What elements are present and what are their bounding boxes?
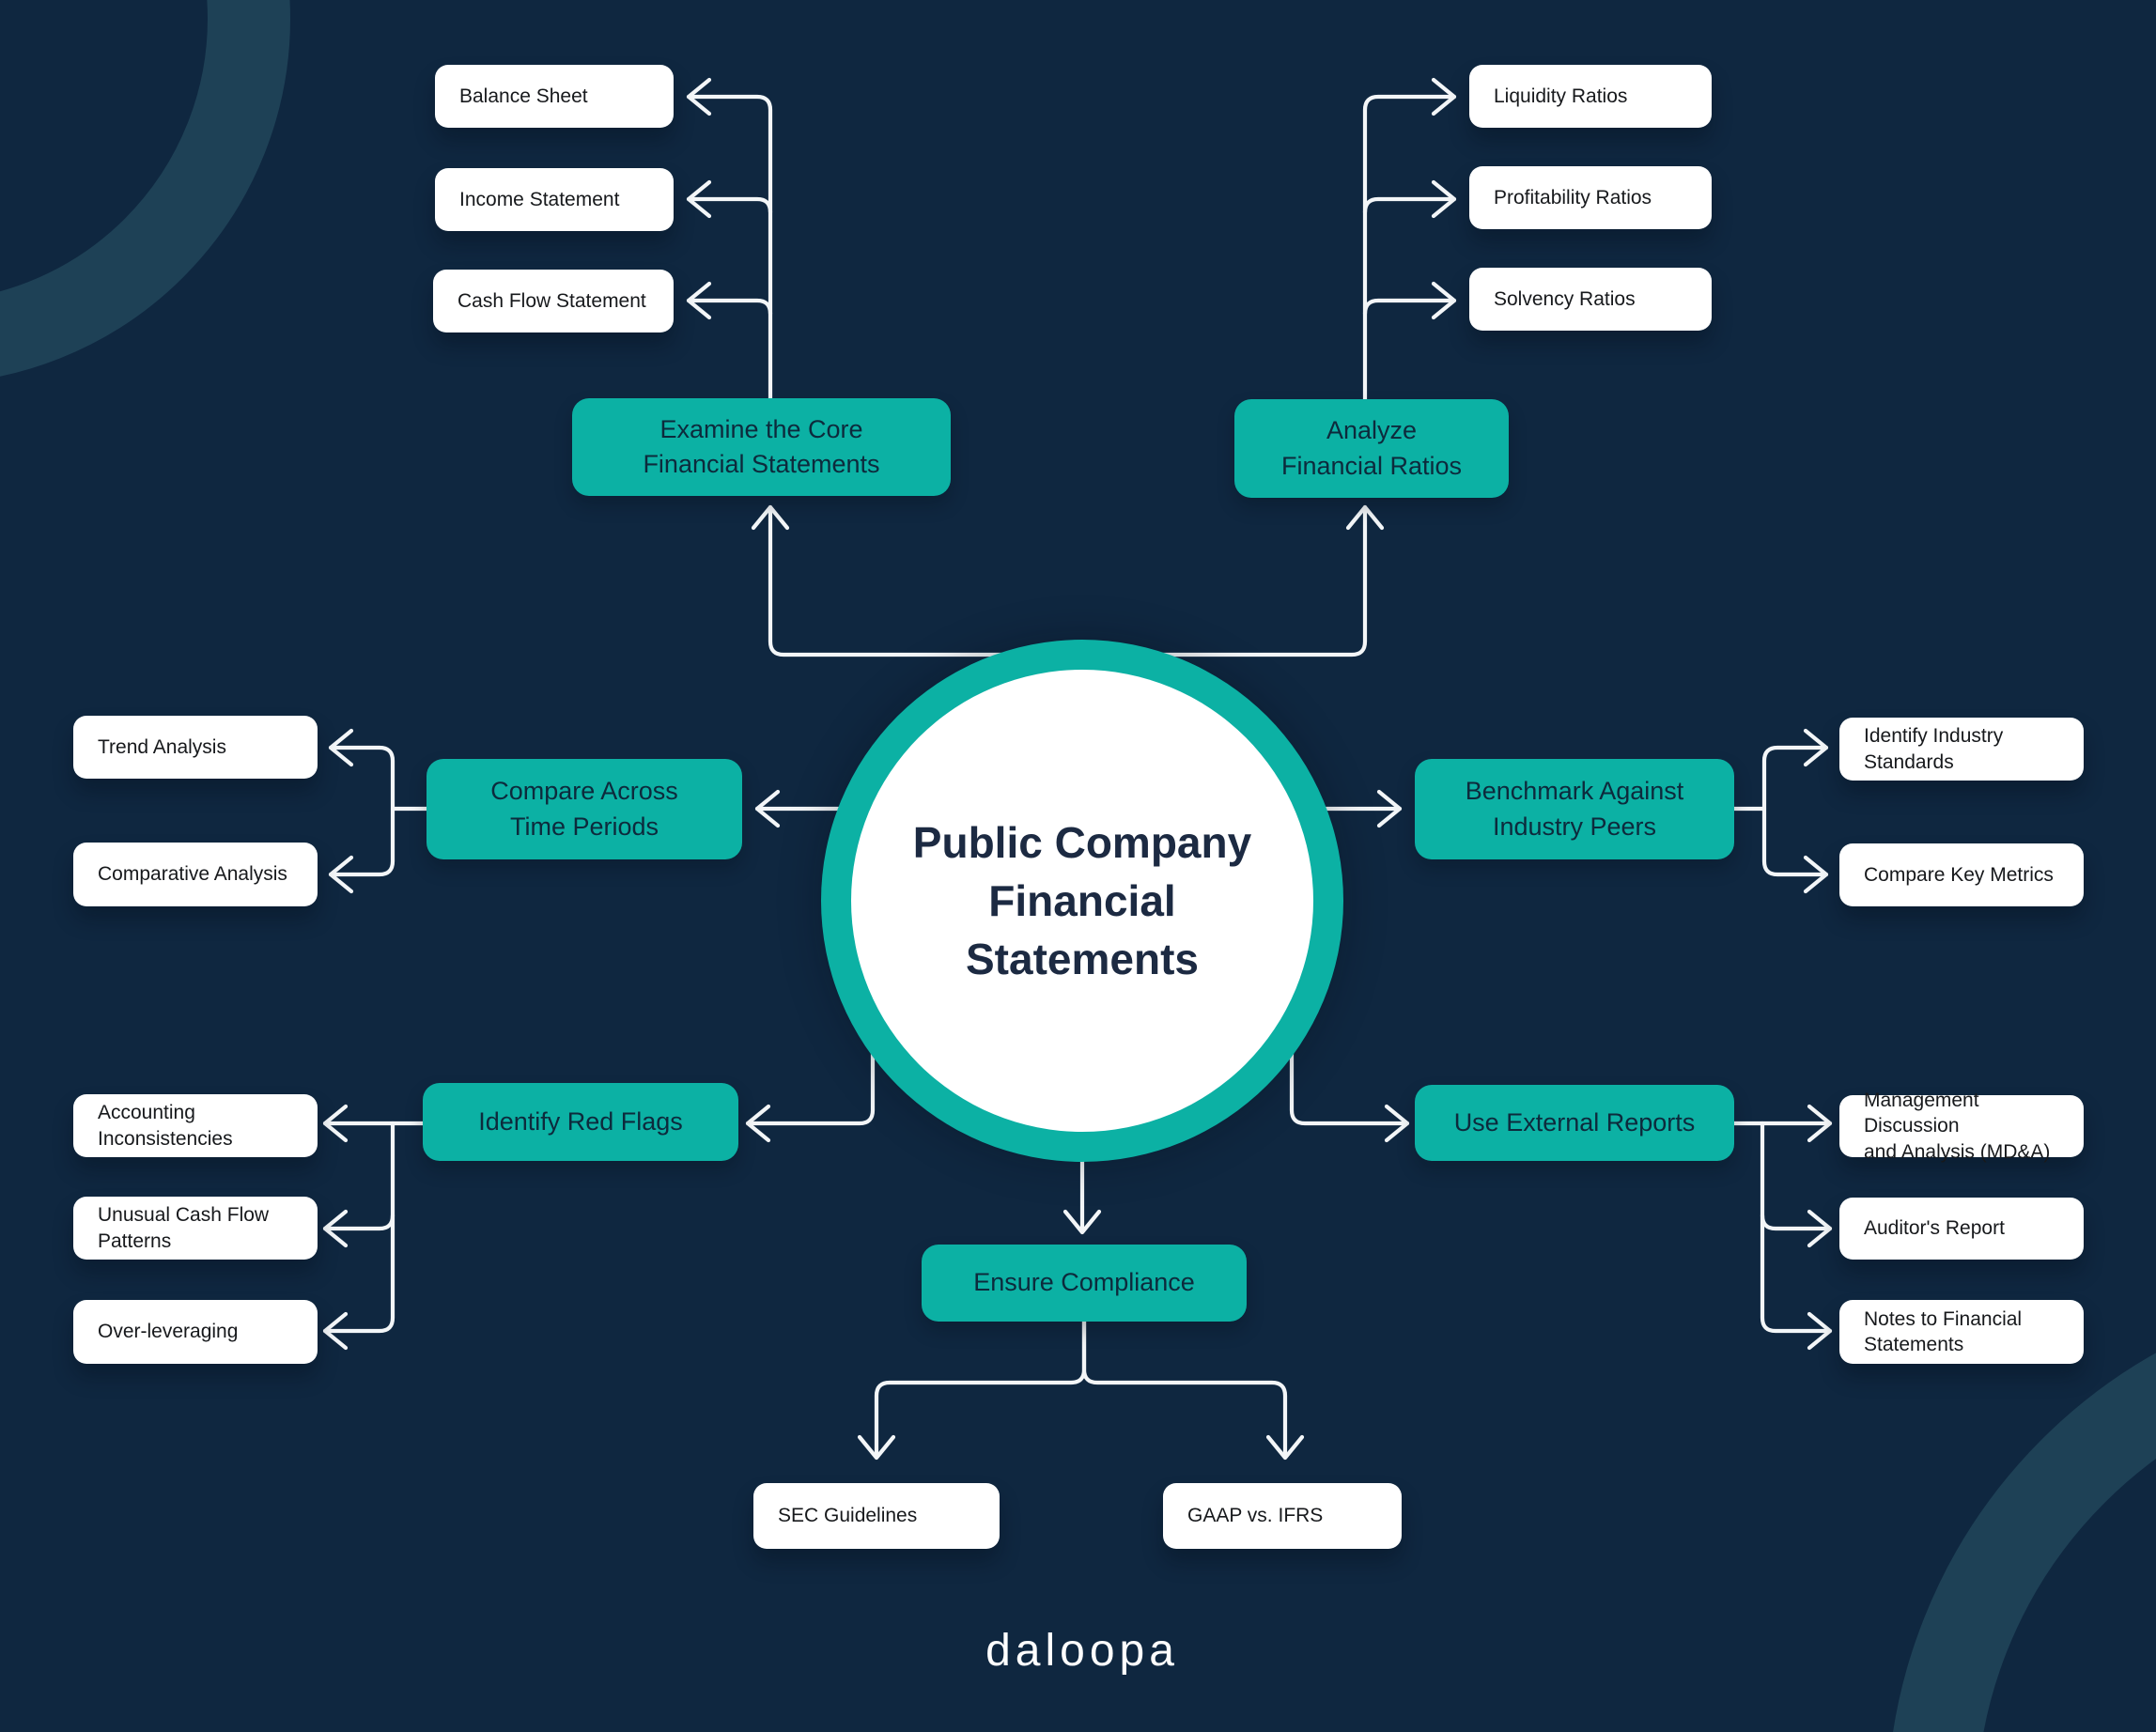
branch-compare-time-periods: Compare Across Time Periods xyxy=(427,759,742,859)
arrowhead-left-icon xyxy=(322,1311,349,1351)
daloopa-logo: daloopa xyxy=(985,1626,1179,1676)
node-mdna: Management Discussion and Analysis (MD&A… xyxy=(1839,1090,2084,1163)
node-cash-flow-statement: Cash Flow Statement xyxy=(433,270,674,332)
arrowhead-left-icon xyxy=(686,179,712,219)
arrowhead-down-icon xyxy=(857,1434,896,1461)
central-topic-circle: Public Company Financial Statements xyxy=(821,640,1343,1162)
branch-identify-red-flags: Identify Red Flags xyxy=(423,1083,738,1161)
connector-external-branch xyxy=(1289,1049,1833,1351)
node-notes-to-financial-statements: Notes to Financial Statements xyxy=(1839,1300,2084,1364)
node-compare-key-metrics: Compare Key Metrics xyxy=(1839,843,2084,906)
node-trend-analysis: Trend Analysis xyxy=(73,716,318,779)
arrowhead-left-icon xyxy=(322,1104,349,1143)
node-solvency-ratios: Solvency Ratios xyxy=(1469,268,1712,331)
arrowhead-right-icon xyxy=(1376,789,1403,828)
node-gaap-vs-ifrs: GAAP vs. IFRS xyxy=(1163,1483,1402,1549)
arrowhead-left-icon xyxy=(322,1209,349,1248)
node-identify-industry-standards: Identify Industry Standards xyxy=(1839,718,2084,781)
arrowhead-up-icon xyxy=(751,504,790,531)
connector-examine-branch xyxy=(686,77,1102,657)
arrowhead-left-icon xyxy=(754,789,781,828)
node-income-statement: Income Statement xyxy=(435,168,674,231)
central-topic-inner-circle: Public Company Financial Statements xyxy=(851,670,1313,1132)
branch-analyze-financial-ratios: Analyze Financial Ratios xyxy=(1234,399,1509,498)
central-topic-title: Public Company Financial Statements xyxy=(912,817,1252,984)
arrowhead-left-icon xyxy=(745,1104,771,1143)
arrowhead-right-icon xyxy=(1807,1104,1833,1143)
node-profitability-ratios: Profitability Ratios xyxy=(1469,166,1712,229)
connector-analyze-branch xyxy=(1062,77,1457,657)
arrowhead-right-icon xyxy=(1803,855,1829,894)
arrowhead-down-icon xyxy=(1062,1209,1102,1235)
branch-benchmark-industry-peers: Benchmark Against Industry Peers xyxy=(1415,759,1734,859)
arrowhead-left-icon xyxy=(328,855,354,894)
node-auditors-report: Auditor's Report xyxy=(1839,1198,2084,1260)
arrowhead-left-icon xyxy=(328,728,354,767)
arrowhead-up-icon xyxy=(1345,504,1385,531)
node-comparative-analysis: Comparative Analysis xyxy=(73,843,318,906)
node-balance-sheet: Balance Sheet xyxy=(435,65,674,128)
branch-examine-core-statements: Examine the Core Financial Statements xyxy=(572,398,951,496)
branch-ensure-compliance: Ensure Compliance xyxy=(922,1245,1247,1322)
node-liquidity-ratios: Liquidity Ratios xyxy=(1469,65,1712,128)
arrowhead-left-icon xyxy=(686,281,712,320)
arrowhead-right-icon xyxy=(1807,1311,1833,1351)
arrowhead-right-icon xyxy=(1384,1104,1410,1143)
arrowhead-right-icon xyxy=(1431,179,1457,219)
connector-redflags-branch xyxy=(322,1049,876,1351)
arrowhead-right-icon xyxy=(1431,281,1457,320)
connector-compliance-branch xyxy=(857,1159,1305,1461)
node-over-leveraging: Over-leveraging xyxy=(73,1300,318,1364)
arrowhead-right-icon xyxy=(1803,728,1829,767)
node-unusual-cash-flow-patterns: Unusual Cash Flow Patterns xyxy=(73,1197,318,1260)
arrowhead-left-icon xyxy=(686,77,712,116)
branch-use-external-reports: Use External Reports xyxy=(1415,1085,1734,1161)
decorative-ring-top-left xyxy=(0,0,290,377)
node-sec-guidelines: SEC Guidelines xyxy=(753,1483,1000,1549)
arrowhead-right-icon xyxy=(1807,1209,1833,1248)
arrowhead-down-icon xyxy=(1265,1434,1305,1461)
decorative-ring-bottom-right xyxy=(1893,1353,2156,1732)
node-accounting-inconsistencies: Accounting Inconsistencies xyxy=(73,1094,318,1157)
arrowhead-right-icon xyxy=(1431,77,1457,116)
